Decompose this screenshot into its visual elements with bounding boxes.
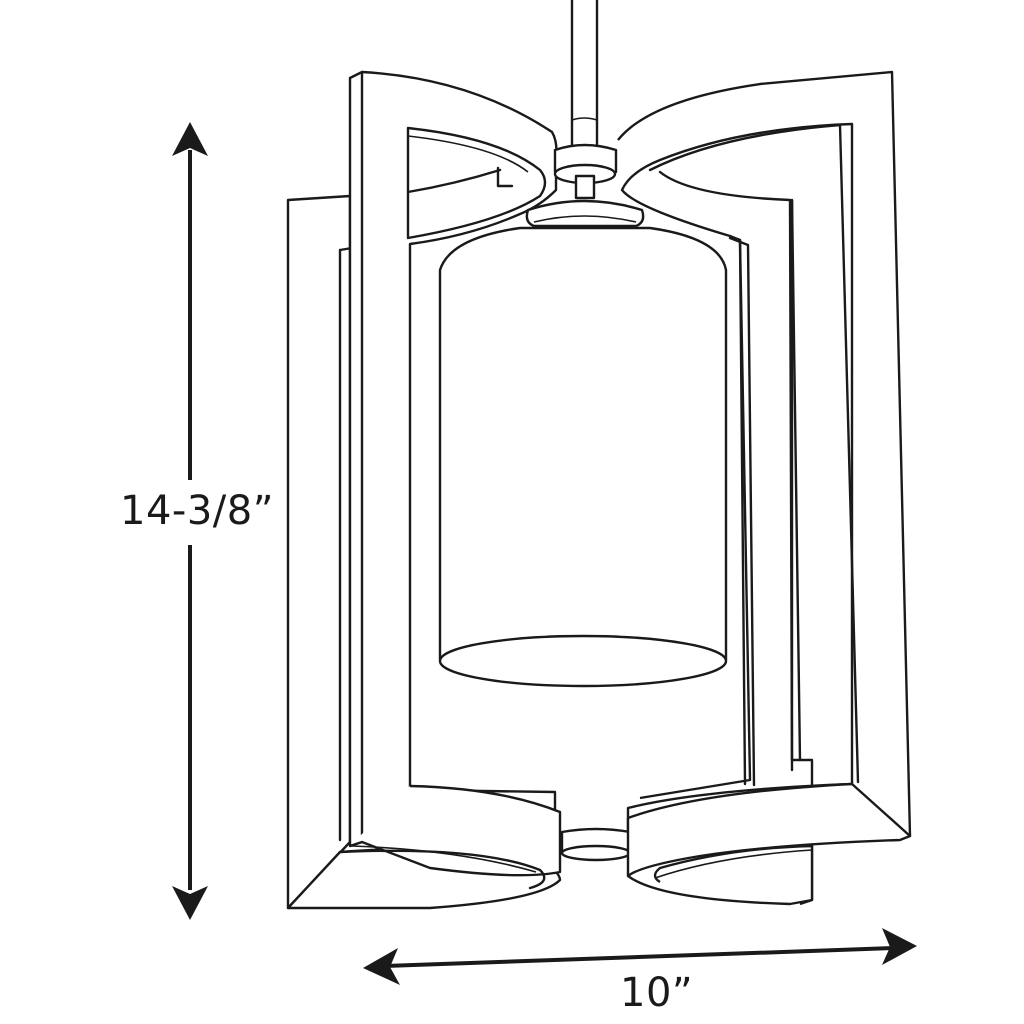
- glass-shade: [438, 226, 728, 688]
- bottom-finial: [560, 827, 632, 862]
- width-dimension-arrow: [363, 928, 917, 985]
- bottom-left-base: [286, 784, 562, 910]
- height-dimension-arrow: [172, 122, 208, 920]
- width-dimension-label: 10”: [620, 970, 694, 1016]
- center-hub-top: [525, 143, 645, 228]
- height-dimension-label: 14-3/8”: [120, 488, 274, 534]
- bottom-right-base: [626, 782, 912, 906]
- stem-rod: [570, 0, 599, 150]
- back-left-panel: [286, 194, 354, 910]
